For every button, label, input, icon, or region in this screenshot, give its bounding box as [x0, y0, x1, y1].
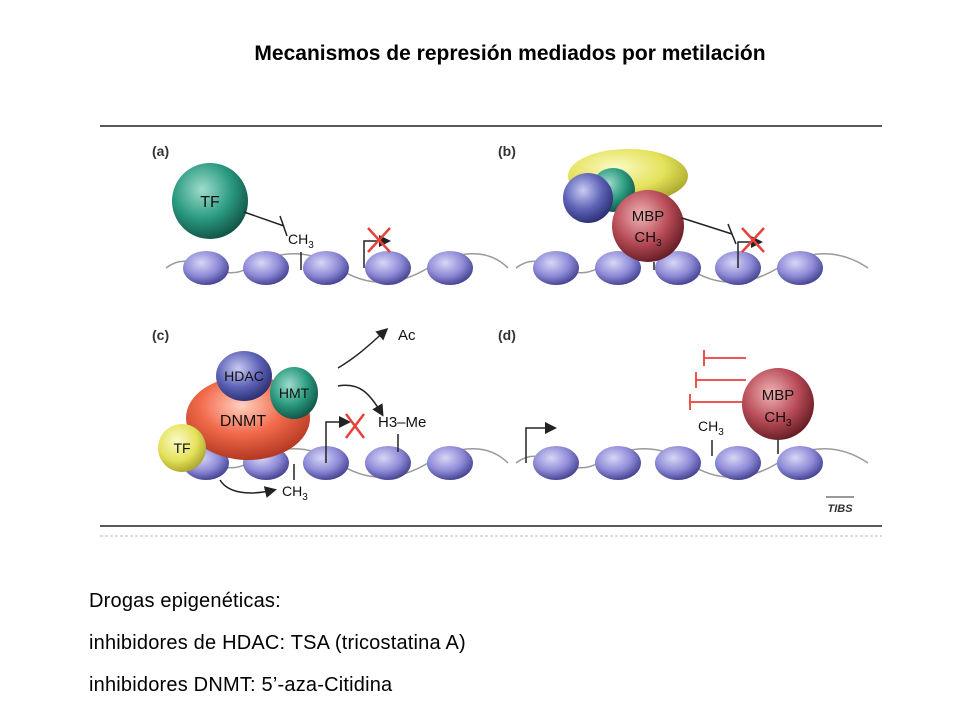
svg-text:MBP: MBP — [762, 387, 795, 404]
panel-a-block-x — [367, 227, 391, 253]
svg-text:DNMT: DNMT — [220, 413, 266, 430]
methylation-repression-figure: (a) TF CH3 (b) — [98, 118, 884, 542]
panel-d-ch3: CH — [698, 418, 718, 434]
panel-b-block-x — [741, 227, 765, 253]
figure-source: TIBS — [827, 503, 853, 515]
panel-b-label: (b) — [498, 143, 516, 159]
panel-d-mbp — [742, 368, 814, 440]
panel-a-tf — [172, 163, 248, 239]
slide-title: Mecanismos de represión mediados por met… — [254, 42, 766, 65]
panel-a-nucleosomes — [183, 251, 473, 285]
svg-text:TF: TF — [173, 440, 190, 456]
drugs-heading: Drogas epigenéticas: — [89, 590, 281, 612]
panel-c-block-x — [345, 413, 365, 439]
svg-text:Ac: Ac — [398, 327, 416, 344]
svg-text:CH3: CH3 — [698, 418, 724, 438]
panel-c-hmt — [270, 367, 318, 419]
panel-b-corepressor-blue — [563, 173, 613, 223]
svg-text:CH3: CH3 — [764, 409, 792, 429]
panel-c-label: (c) — [152, 327, 169, 343]
panel-c: (c) DNMT HDAC HMT TF Ac H3–Me CH3 — [152, 327, 509, 503]
panel-d-inhibition-lines — [689, 350, 746, 410]
svg-text:MBP: MBP — [632, 208, 665, 225]
panel-c-hdac — [216, 351, 272, 401]
panel-a: (a) TF CH3 — [152, 143, 509, 285]
drugs-dnmt-inhibitors: inhibidores DNMT: 5’-aza-Citidina — [89, 674, 393, 696]
svg-text:HMT: HMT — [279, 385, 310, 401]
panel-c-tf — [158, 424, 206, 472]
panel-a-label: (a) — [152, 143, 169, 159]
svg-text:CH3: CH3 — [288, 231, 314, 251]
panel-a-tf-label: TF — [200, 194, 220, 211]
panel-b-nucleosomes — [533, 251, 823, 285]
panel-d-label: (d) — [498, 327, 516, 343]
panel-b-mbp — [612, 190, 684, 262]
svg-text:CH3: CH3 — [634, 229, 662, 249]
drugs-hdac-inhibitors: inhibidores de HDAC: TSA (tricostatina A… — [89, 632, 466, 654]
panel-a-ch3: CH — [288, 231, 308, 247]
svg-text:H3–Me: H3–Me — [378, 414, 426, 431]
panel-b: (b) MBP CH3 — [498, 143, 869, 285]
panel-d: (d) MBP CH3 CH3 — [498, 327, 869, 480]
svg-text:HDAC: HDAC — [224, 368, 264, 384]
panel-d-nucleosomes — [533, 446, 823, 480]
svg-text:CH3: CH3 — [282, 483, 308, 503]
